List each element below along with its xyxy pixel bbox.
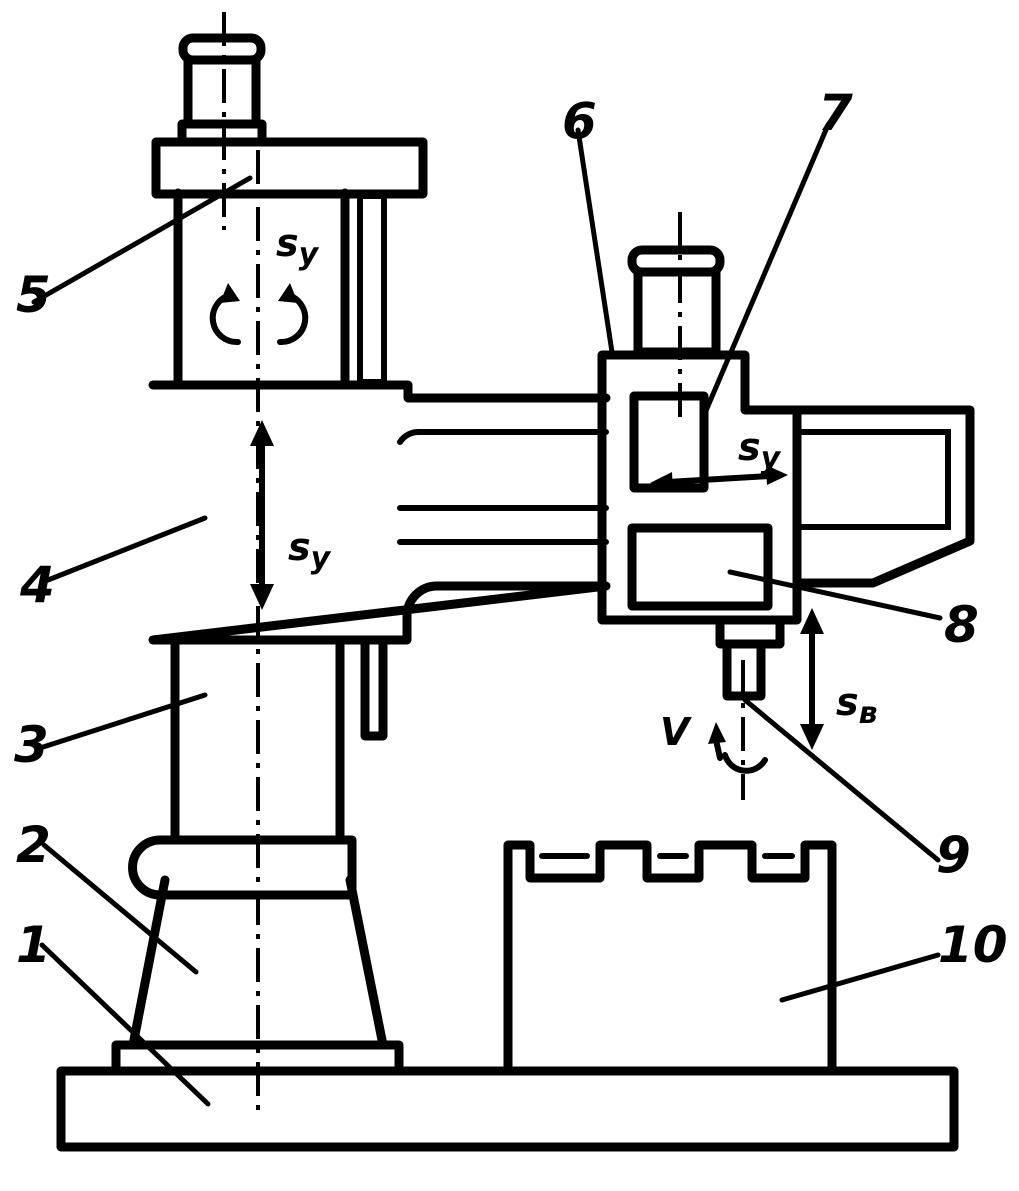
part-labels: 1 2 3 4 5 6 7 8 9 10: [14, 84, 1008, 974]
motion-labels: sy sy sy sв V: [276, 221, 878, 754]
label-1: 1: [16, 916, 51, 974]
label-2: 2: [16, 816, 51, 874]
label-6: 6: [562, 92, 597, 150]
column: [170, 635, 388, 845]
work-table: [503, 840, 837, 1076]
cutting-speed-label: V: [660, 710, 692, 754]
label-3: 3: [14, 716, 49, 774]
arm-carriage: [148, 380, 611, 645]
feed-spindle-label: sв: [836, 680, 878, 731]
motion-arrows: [209, 283, 824, 774]
label-5: 5: [16, 266, 51, 324]
label-9: 9: [936, 826, 971, 884]
feed-column-label: sy: [276, 221, 320, 272]
drill-head: [597, 245, 975, 649]
spindle: [722, 639, 766, 701]
feed-sleeve-label: sy: [288, 525, 332, 576]
label-10: 10: [938, 916, 1008, 974]
label-7: 7: [818, 84, 853, 142]
leader-lines: [31, 122, 943, 1107]
label-4: 4: [19, 556, 55, 614]
feed-head-label: sy: [738, 425, 782, 476]
base-plate: [56, 1066, 959, 1152]
label-8: 8: [944, 596, 979, 654]
